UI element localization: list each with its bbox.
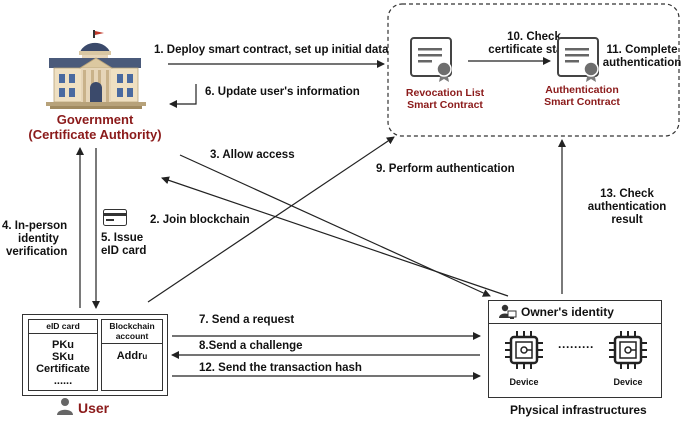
device-label-1: Device [509, 377, 539, 387]
step-13-label: 13. Check authentication result [587, 188, 667, 226]
government-subtitle: (Certificate Authority) [28, 127, 162, 142]
user-label: User [78, 400, 110, 416]
arrow-step-2 [161, 176, 509, 297]
user-box: eID card PKu SKu Certificate ...... Bloc… [22, 314, 168, 396]
blockchain-account-header: Blockchain account [102, 320, 162, 344]
authentication-certificate-icon [557, 37, 599, 82]
eid-card-icon [103, 209, 127, 226]
device-chip-icon [505, 331, 543, 369]
owner-identity-label: Owner's identity [521, 305, 614, 319]
government-title: Government [56, 112, 134, 127]
step-4-label: 4. In-person identity verification [2, 220, 68, 258]
device-ellipsis: ········· [558, 340, 594, 354]
arrow-step-6 [169, 84, 197, 108]
device-chip-icon-2 [609, 331, 647, 369]
infrastructure-caption: Physical infrastructures [510, 403, 647, 417]
blockchain-account-panel: Blockchain account Addru [101, 319, 163, 391]
blockchain-boundary [387, 3, 680, 137]
owner-identity-header: Owner's identity [489, 301, 661, 324]
step-5-label: 5. Issue eID card [101, 232, 147, 257]
eid-card-contents: PKu SKu Certificate ...... [36, 339, 90, 387]
blockchain-address: Addru [116, 350, 148, 362]
step-8-label: 8.Send a challenge [199, 340, 303, 352]
step-6-label: 6. Update user's information [205, 86, 360, 98]
arrow-step-9 [147, 136, 395, 303]
device-label-2: Device [613, 377, 643, 387]
step-7-label: 7. Send a request [199, 314, 295, 326]
infrastructure-box: Owner's identity Device ········· Device [488, 300, 662, 398]
revocation-certificate-icon [410, 37, 452, 82]
eid-card-panel: eID card PKu SKu Certificate ...... [28, 319, 98, 391]
owner-identity-icon [499, 304, 517, 319]
step-1-label: 1. Deploy smart contract, set up initial… [154, 44, 389, 56]
step-12-label: 12. Send the transaction hash [199, 362, 362, 374]
step-11-label: 11. Complete authentication [602, 44, 682, 69]
user-person-icon [57, 398, 73, 415]
step-9-label: 9. Perform authentication [376, 163, 515, 175]
step-3-label: 3. Allow access [210, 149, 295, 161]
eid-card-header: eID card [29, 320, 97, 334]
step-2-label: 2. Join blockchain [150, 214, 250, 226]
government-building-icon [46, 30, 146, 109]
authentication-contract-label: Authentication Smart Contract [544, 84, 620, 108]
step-10-label: 10. Check certificate status [488, 31, 580, 56]
revocation-contract-label: Revocation List Smart Contract [405, 87, 485, 111]
